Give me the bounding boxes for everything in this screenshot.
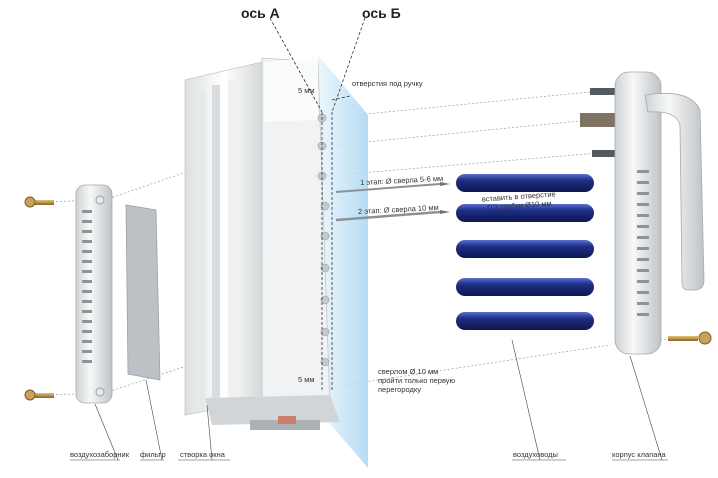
drill-line3: перегородку: [378, 385, 421, 394]
air-intake-label: воздухозаборник: [70, 450, 130, 459]
drill-bits: [335, 182, 450, 222]
top-5mm-label: 5 мм: [298, 86, 315, 95]
air-intake: [75, 184, 113, 404]
air-ducts: [456, 174, 594, 330]
glass-pane: [318, 55, 368, 468]
leader-lines: [70, 339, 668, 461]
filter-label: фильтр: [140, 450, 166, 459]
sash-label: створка окна: [180, 450, 225, 459]
ducts-label: воздуховоды: [513, 450, 558, 459]
sash-profile: [184, 57, 340, 430]
axis-a-label: ось А: [241, 5, 280, 21]
handle-holes-label: отверстия под ручку: [352, 79, 423, 88]
axis-lines: [269, 17, 366, 390]
drill-line1: сверлом Ø 10 мм: [378, 367, 439, 376]
axis-b-label: ось Б: [362, 5, 401, 21]
valve-body: [614, 71, 705, 355]
screws-left: [24, 196, 54, 401]
screw-right: [668, 331, 712, 345]
drill-line2: пройти только первую: [378, 376, 456, 385]
handle-rods: [580, 88, 616, 157]
drill-instruction-label: сверлом Ø 10 мм пройти только первую пер…: [378, 367, 455, 394]
filter: [125, 204, 161, 381]
bottom-5mm-label: 5 мм: [298, 375, 315, 384]
valve-body-label: корпус клапана: [612, 450, 666, 459]
